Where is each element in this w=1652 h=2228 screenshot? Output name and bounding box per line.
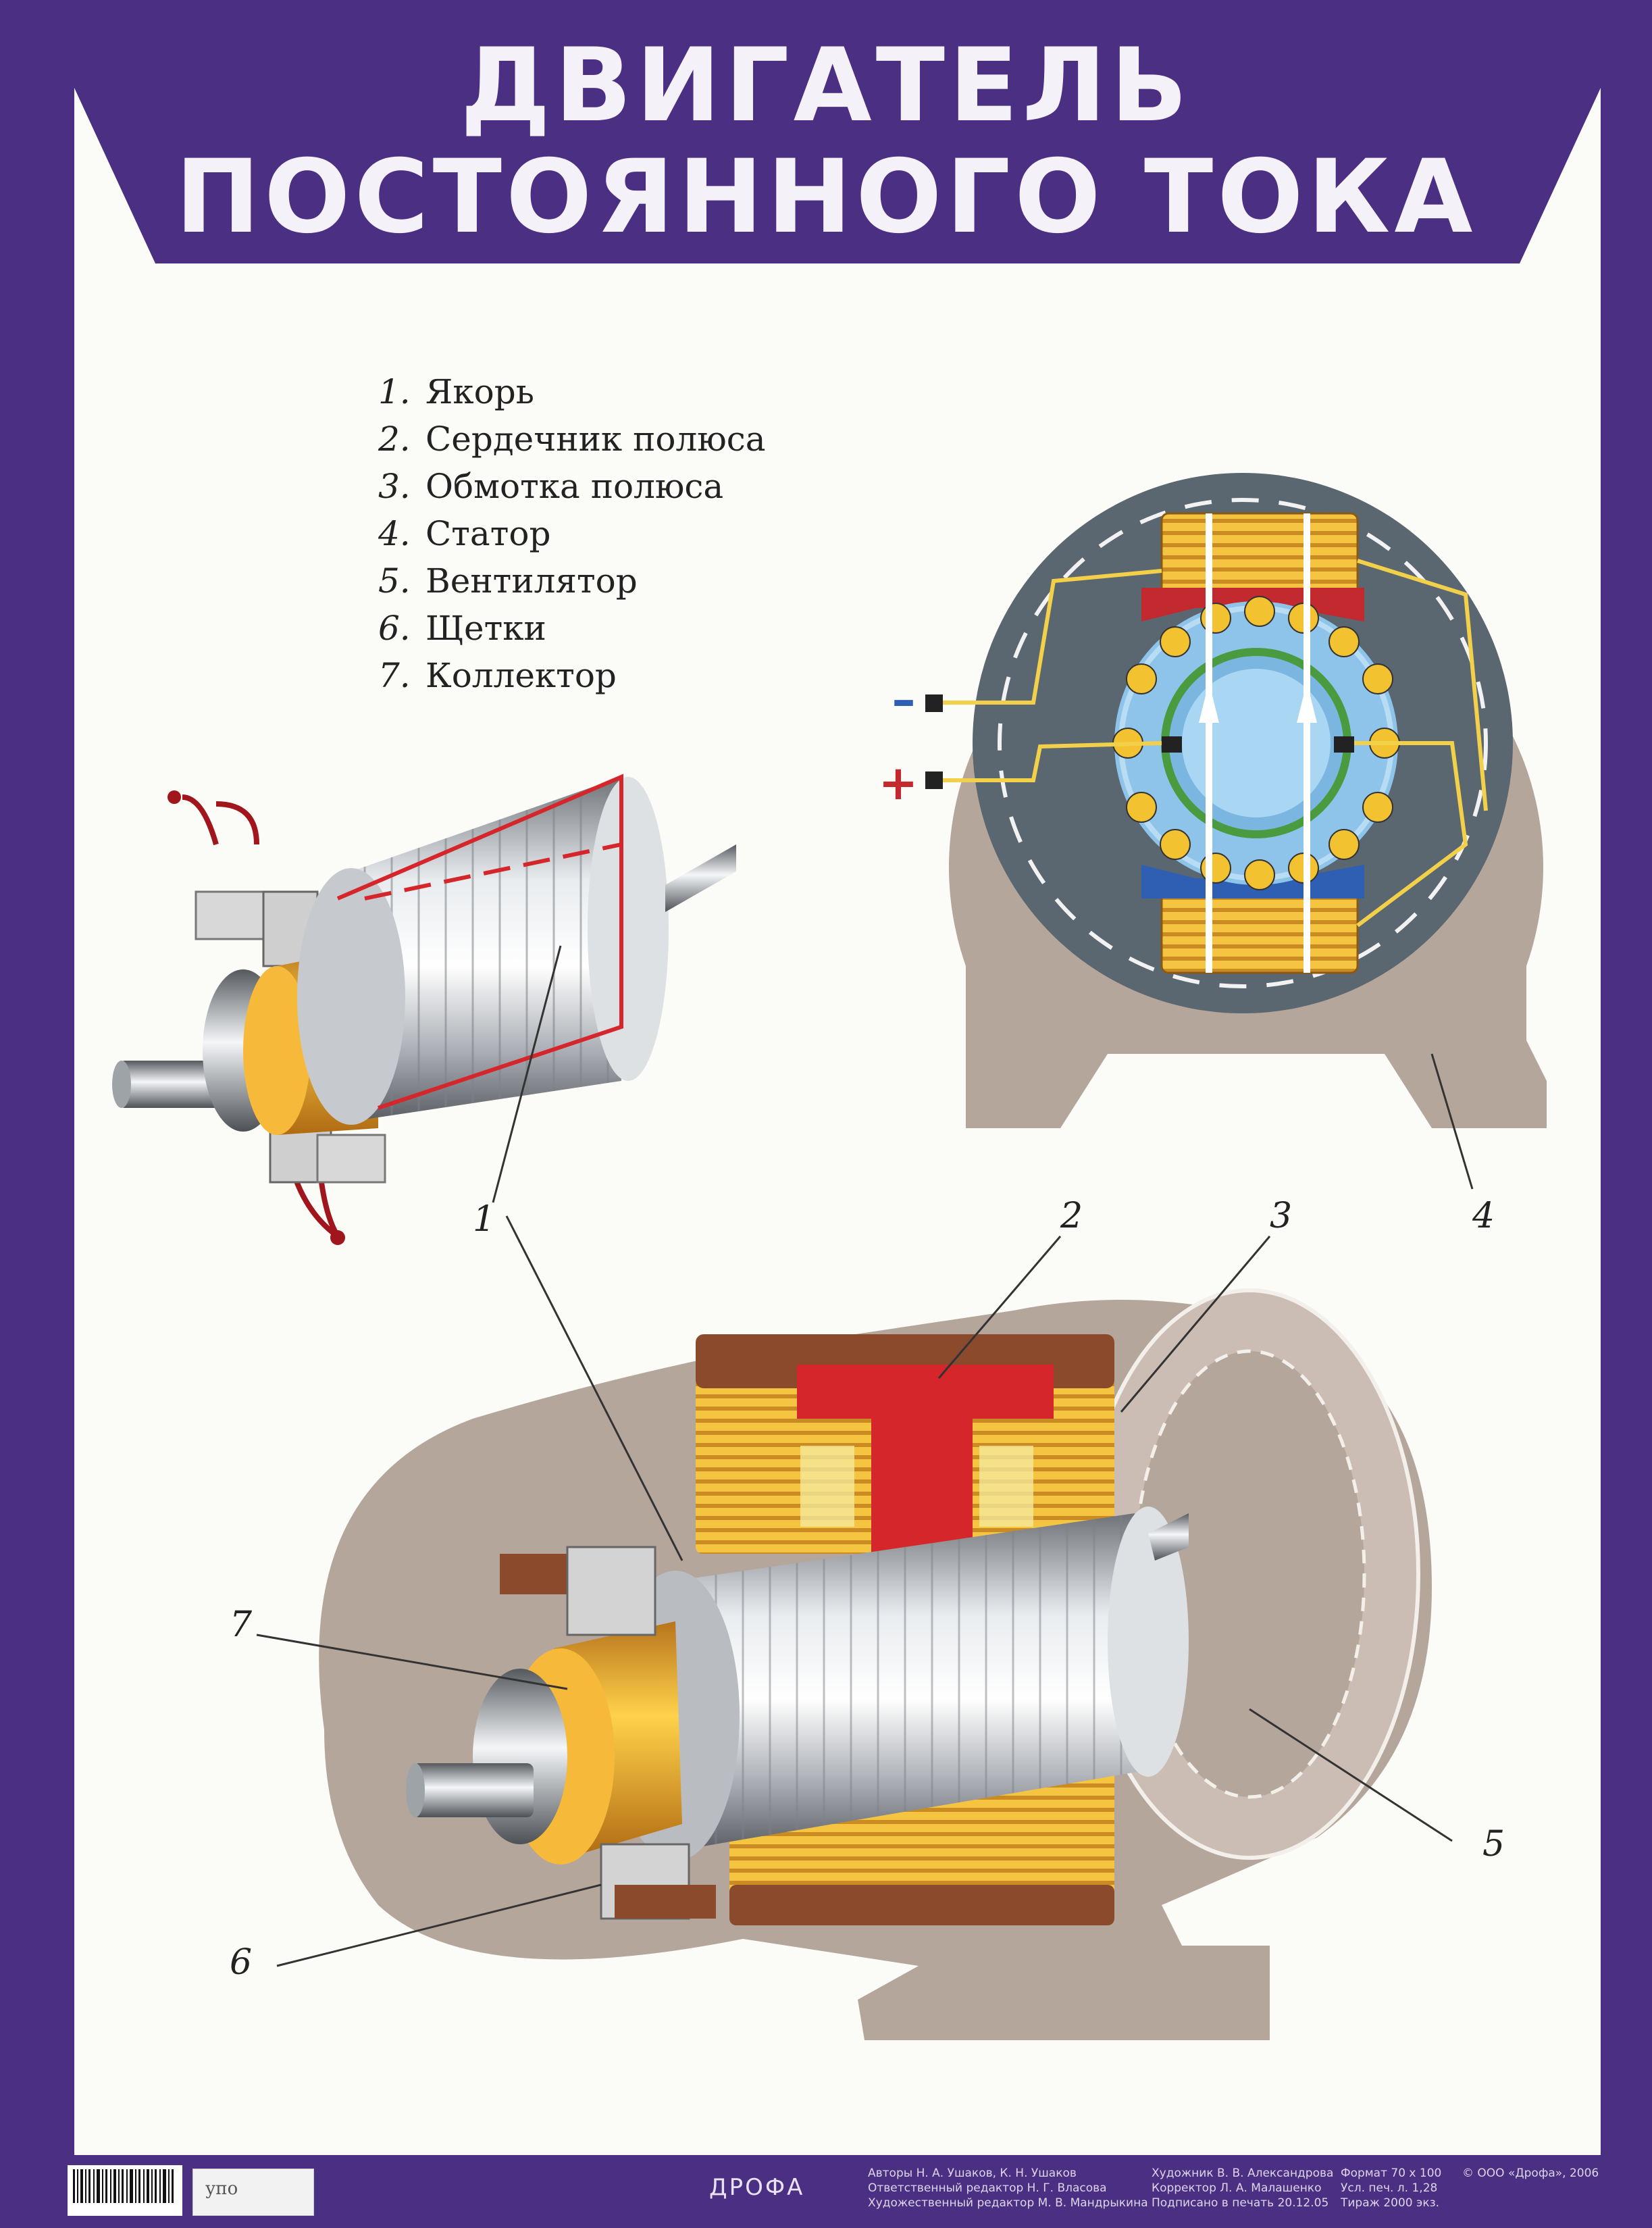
callout-6: 6 <box>230 1942 253 1983</box>
legend-number: 6. <box>378 609 411 648</box>
legend-number: 5. <box>378 561 411 601</box>
parts-legend: 1. Якорь 2. Сердечник полюса 3. Обмотка пол… <box>378 368 766 699</box>
title-banner <box>74 0 1601 263</box>
legend-item: 4. Статор <box>378 510 766 557</box>
legend-label: Якорь <box>425 372 534 411</box>
legend-number: 4. <box>378 514 411 553</box>
rotor-winding-dot <box>1112 728 1400 890</box>
legend-item: 5. Вентилятор <box>378 557 766 605</box>
legend-label: Статор <box>425 514 551 553</box>
plus-terminal-label: + <box>879 755 919 811</box>
credit-line: Корректор Л. А. Малашенко <box>1152 2181 1322 2195</box>
credit-line: Ответственный редактор Н. Г. Власова <box>868 2181 1107 2195</box>
armature-small <box>112 774 736 1245</box>
legend-label: Вентилятор <box>425 561 638 601</box>
motor-cross-section: – + <box>879 473 1547 1128</box>
motor-assembly <box>319 1288 1432 2040</box>
credits-column-1: Авторы Н. А. Ушаков, К. Н. Ушаков Ответс… <box>868 2166 1148 2210</box>
legend-item: 6. Щетки <box>378 605 766 652</box>
price-sticker: упо <box>192 2169 314 2216</box>
callout-4: 4 <box>1472 1196 1495 1236</box>
legend-label: Сердечник полюса <box>425 420 766 459</box>
credits-column-2: Художник В. В. Александрова Корректор Л.… <box>1152 2166 1333 2210</box>
legend-item: 2. Сердечник полюса <box>378 415 766 463</box>
legend-number: 1. <box>378 372 411 411</box>
title-line-1: ДВИГАТЕЛЬ <box>460 27 1192 145</box>
credit-line: Художник В. В. Александрова <box>1152 2167 1334 2180</box>
title-line-2: ПОСТОЯННОГО ТОКА <box>175 138 1477 256</box>
legend-label: Коллектор <box>425 656 617 695</box>
barcode <box>68 2165 182 2216</box>
legend-number: 7. <box>378 656 411 695</box>
legend-label: Щетки <box>425 609 546 648</box>
minus-terminal-label: – <box>892 672 916 728</box>
callout-7: 7 <box>230 1604 253 1645</box>
legend-item: 1. Якорь <box>378 368 766 415</box>
credit-line: Формат 70 х 100 <box>1341 2167 1442 2180</box>
callout-1: 1 <box>473 1199 496 1240</box>
credit-line: Усл. печ. л. 1,28 <box>1341 2181 1438 2195</box>
callout-5: 5 <box>1482 1824 1505 1865</box>
credit-line: Тираж 2000 экз. <box>1341 2196 1440 2210</box>
callout-3: 3 <box>1270 1196 1293 1236</box>
publisher-logo: ДРОФА <box>709 2174 805 2201</box>
credits-column-3: Формат 70 х 100 Усл. печ. л. 1,28 Тираж … <box>1341 2166 1441 2210</box>
legend-number: 3. <box>378 467 411 506</box>
credit-line: Авторы Н. А. Ушаков, К. Н. Ушаков <box>868 2167 1077 2180</box>
legend-number: 2. <box>378 420 411 459</box>
leader-lines <box>256 945 1474 1967</box>
credit-line: Подписано в печать 20.12.05 <box>1152 2196 1329 2210</box>
copyright: © ООО «Дрофа», 2006 <box>1462 2167 1599 2180</box>
credit-line: Художественный редактор М. В. Мандрыкина <box>868 2196 1148 2210</box>
legend-item: 3. Обмотка полюса <box>378 463 766 510</box>
callout-2: 2 <box>1060 1196 1083 1236</box>
legend-label: Обмотка полюса <box>425 467 724 506</box>
legend-item: 7. Коллектор <box>378 652 766 699</box>
